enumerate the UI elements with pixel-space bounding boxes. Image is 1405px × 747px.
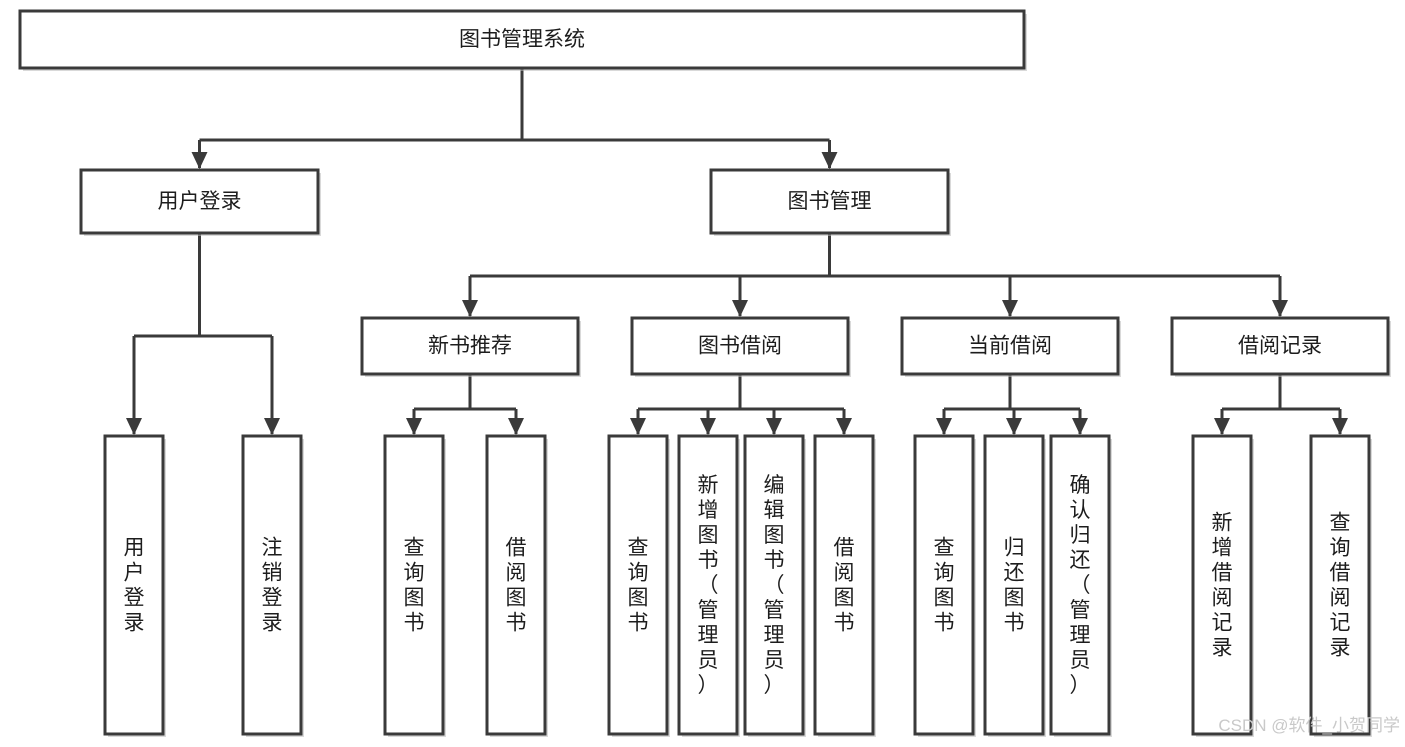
node-box[interactable] bbox=[607, 434, 669, 736]
node-borrow-record[interactable]: 借阅记录 bbox=[1170, 316, 1391, 377]
arrow-head-icon bbox=[1272, 300, 1288, 317]
node-leaf-query-book-cb[interactable]: 查询图书 bbox=[913, 434, 976, 737]
node-box[interactable] bbox=[630, 316, 850, 376]
node-label: 用户登录 bbox=[158, 190, 242, 213]
node-label: 查询图书 bbox=[404, 537, 425, 635]
node-label: 查询图书 bbox=[628, 537, 649, 635]
node-label: 新书推荐 bbox=[428, 335, 512, 358]
arrow-head-icon bbox=[700, 418, 716, 435]
node-label: 图书管理 bbox=[788, 190, 872, 213]
node-box[interactable] bbox=[485, 434, 547, 736]
node-box[interactable] bbox=[103, 434, 165, 736]
arrow-head-icon bbox=[1072, 418, 1088, 435]
node-box[interactable] bbox=[360, 316, 580, 376]
arrow-head-icon bbox=[191, 152, 208, 169]
nodes-layer: 图书管理系统用户登录图书管理新书推荐图书借阅当前借阅借阅记录用户登录注销登录查询… bbox=[18, 9, 1391, 737]
node-box[interactable] bbox=[383, 434, 445, 736]
node-current-borrow[interactable]: 当前借阅 bbox=[900, 316, 1121, 377]
arrow-head-icon bbox=[836, 418, 852, 435]
csdn-watermark: CSDN @软件_小贺同学 bbox=[1218, 716, 1400, 735]
arrow-head-icon bbox=[406, 418, 422, 435]
node-box[interactable] bbox=[1170, 316, 1390, 376]
node-leaf-user-login[interactable]: 用户登录 bbox=[103, 434, 166, 737]
node-label: 借阅记录 bbox=[1238, 335, 1322, 358]
node-leaf-borrow-book-bb[interactable]: 借阅图书 bbox=[813, 434, 876, 737]
node-leaf-query-borrow-record[interactable]: 查询借阅记录 bbox=[1309, 434, 1372, 737]
node-label: 借阅图书 bbox=[834, 537, 855, 635]
node-box[interactable] bbox=[1191, 434, 1253, 736]
node-new-book-rec[interactable]: 新书推荐 bbox=[360, 316, 581, 377]
node-label: 借阅图书 bbox=[506, 537, 527, 635]
node-label: 查询借阅记录 bbox=[1330, 512, 1351, 660]
node-box[interactable] bbox=[983, 434, 1045, 736]
node-leaf-confirm-return-admin[interactable]: 确认归还（管理员） bbox=[1049, 434, 1112, 737]
node-leaf-add-book-admin[interactable]: 新增图书（管理员） bbox=[677, 434, 740, 737]
node-box[interactable] bbox=[813, 434, 875, 736]
node-leaf-query-book-rec[interactable]: 查询图书 bbox=[383, 434, 446, 737]
node-box[interactable] bbox=[241, 434, 303, 736]
node-leaf-query-book-bb[interactable]: 查询图书 bbox=[607, 434, 670, 737]
node-leaf-borrow-book-rec[interactable]: 借阅图书 bbox=[485, 434, 548, 737]
arrow-head-icon bbox=[1214, 418, 1230, 435]
node-leaf-return-book[interactable]: 归还图书 bbox=[983, 434, 1046, 737]
node-root[interactable]: 图书管理系统 bbox=[18, 9, 1027, 71]
node-box[interactable] bbox=[1309, 434, 1371, 736]
node-label: 图书借阅 bbox=[698, 335, 782, 358]
node-leaf-add-borrow-record[interactable]: 新增借阅记录 bbox=[1191, 434, 1254, 737]
arrow-head-icon bbox=[1006, 418, 1022, 435]
node-leaf-edit-book-admin[interactable]: 编辑图书（管理员） bbox=[743, 434, 806, 737]
node-user-login[interactable]: 用户登录 bbox=[79, 168, 321, 236]
node-label: 归还图书 bbox=[1004, 537, 1025, 635]
node-label: 用户登录 bbox=[124, 537, 145, 635]
arrow-head-icon bbox=[508, 418, 524, 435]
node-label: 查询图书 bbox=[934, 537, 955, 635]
node-book-borrow[interactable]: 图书借阅 bbox=[630, 316, 851, 377]
arrow-head-icon bbox=[630, 418, 646, 435]
arrow-head-icon bbox=[821, 152, 838, 169]
node-box[interactable] bbox=[79, 168, 320, 235]
node-box[interactable] bbox=[709, 168, 950, 235]
node-box[interactable] bbox=[18, 9, 1026, 70]
node-box[interactable] bbox=[743, 434, 805, 736]
arrow-head-icon bbox=[1002, 300, 1018, 317]
arrow-head-icon bbox=[936, 418, 952, 435]
arrow-head-icon bbox=[264, 418, 280, 435]
node-label: 确认归还（管理员） bbox=[1070, 474, 1091, 697]
node-book-manage[interactable]: 图书管理 bbox=[709, 168, 951, 236]
arrow-head-icon bbox=[732, 300, 748, 317]
arrow-head-icon bbox=[1332, 418, 1348, 435]
node-label: 新增图书（管理员） bbox=[698, 474, 719, 697]
node-label: 编辑图书（管理员） bbox=[764, 474, 785, 697]
node-box[interactable] bbox=[900, 316, 1120, 376]
arrow-head-icon bbox=[462, 300, 478, 317]
node-box[interactable] bbox=[913, 434, 975, 736]
node-label: 新增借阅记录 bbox=[1212, 512, 1233, 660]
connector-edges-layer bbox=[126, 68, 1348, 435]
node-label: 注销登录 bbox=[262, 537, 283, 635]
arrow-head-icon bbox=[126, 418, 142, 435]
node-box[interactable] bbox=[1049, 434, 1111, 736]
node-box[interactable] bbox=[677, 434, 739, 736]
arrow-head-icon bbox=[766, 418, 782, 435]
node-label: 图书管理系统 bbox=[459, 28, 585, 51]
node-leaf-user-logout[interactable]: 注销登录 bbox=[241, 434, 304, 737]
node-label: 当前借阅 bbox=[968, 335, 1052, 358]
